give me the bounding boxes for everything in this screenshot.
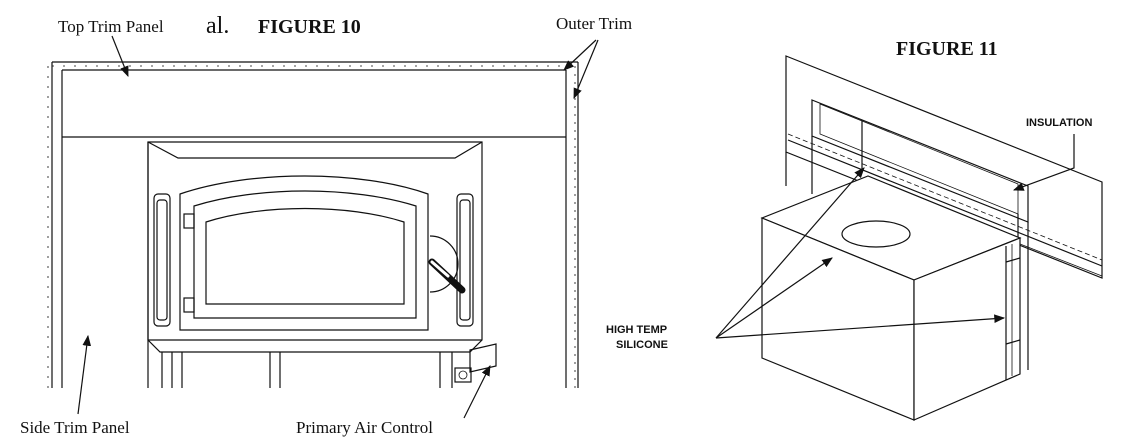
label-high-temp: HIGH TEMP: [606, 324, 667, 336]
trim-panel: [785, 55, 1103, 370]
figure-10-title: FIGURE 10: [258, 16, 361, 38]
outer-trim-frame: [47, 61, 579, 388]
flue-opening: [841, 220, 911, 248]
label-primary-air-control: Primary Air Control: [296, 418, 433, 437]
primary-air-control: [454, 343, 497, 383]
label-silicone: SILICONE: [616, 339, 668, 351]
label-outer-trim: Outer Trim: [556, 14, 632, 33]
top-trim-panel: [61, 69, 567, 388]
arrow-primary-air: [463, 365, 491, 419]
label-insulation: INSULATION: [1026, 117, 1092, 129]
figure-10: Top Trim Panel al. FIGURE 10 Outer Trim: [20, 13, 632, 437]
stove-body: [147, 141, 483, 388]
label-top-trim-panel: Top Trim Panel: [58, 17, 164, 36]
arrow-outer-trim-1: [563, 39, 597, 71]
arrow-outer-trim-2: [573, 39, 599, 99]
figure-11-title: FIGURE 11: [896, 38, 998, 60]
arrow-silicone-1: [715, 167, 865, 339]
stove-box: [760, 175, 1022, 421]
figure-11: FIGURE 11: [606, 38, 1103, 421]
arrow-side-trim: [77, 334, 92, 415]
label-side-trim-panel: Side Trim Panel: [20, 418, 130, 437]
arrow-top-trim: [111, 35, 129, 78]
arrow-silicone-2: [715, 257, 833, 339]
figure-10-fragment: al.: [206, 13, 229, 39]
arrow-silicone-3: [715, 314, 1006, 339]
insulation-leader: [1012, 134, 1075, 191]
